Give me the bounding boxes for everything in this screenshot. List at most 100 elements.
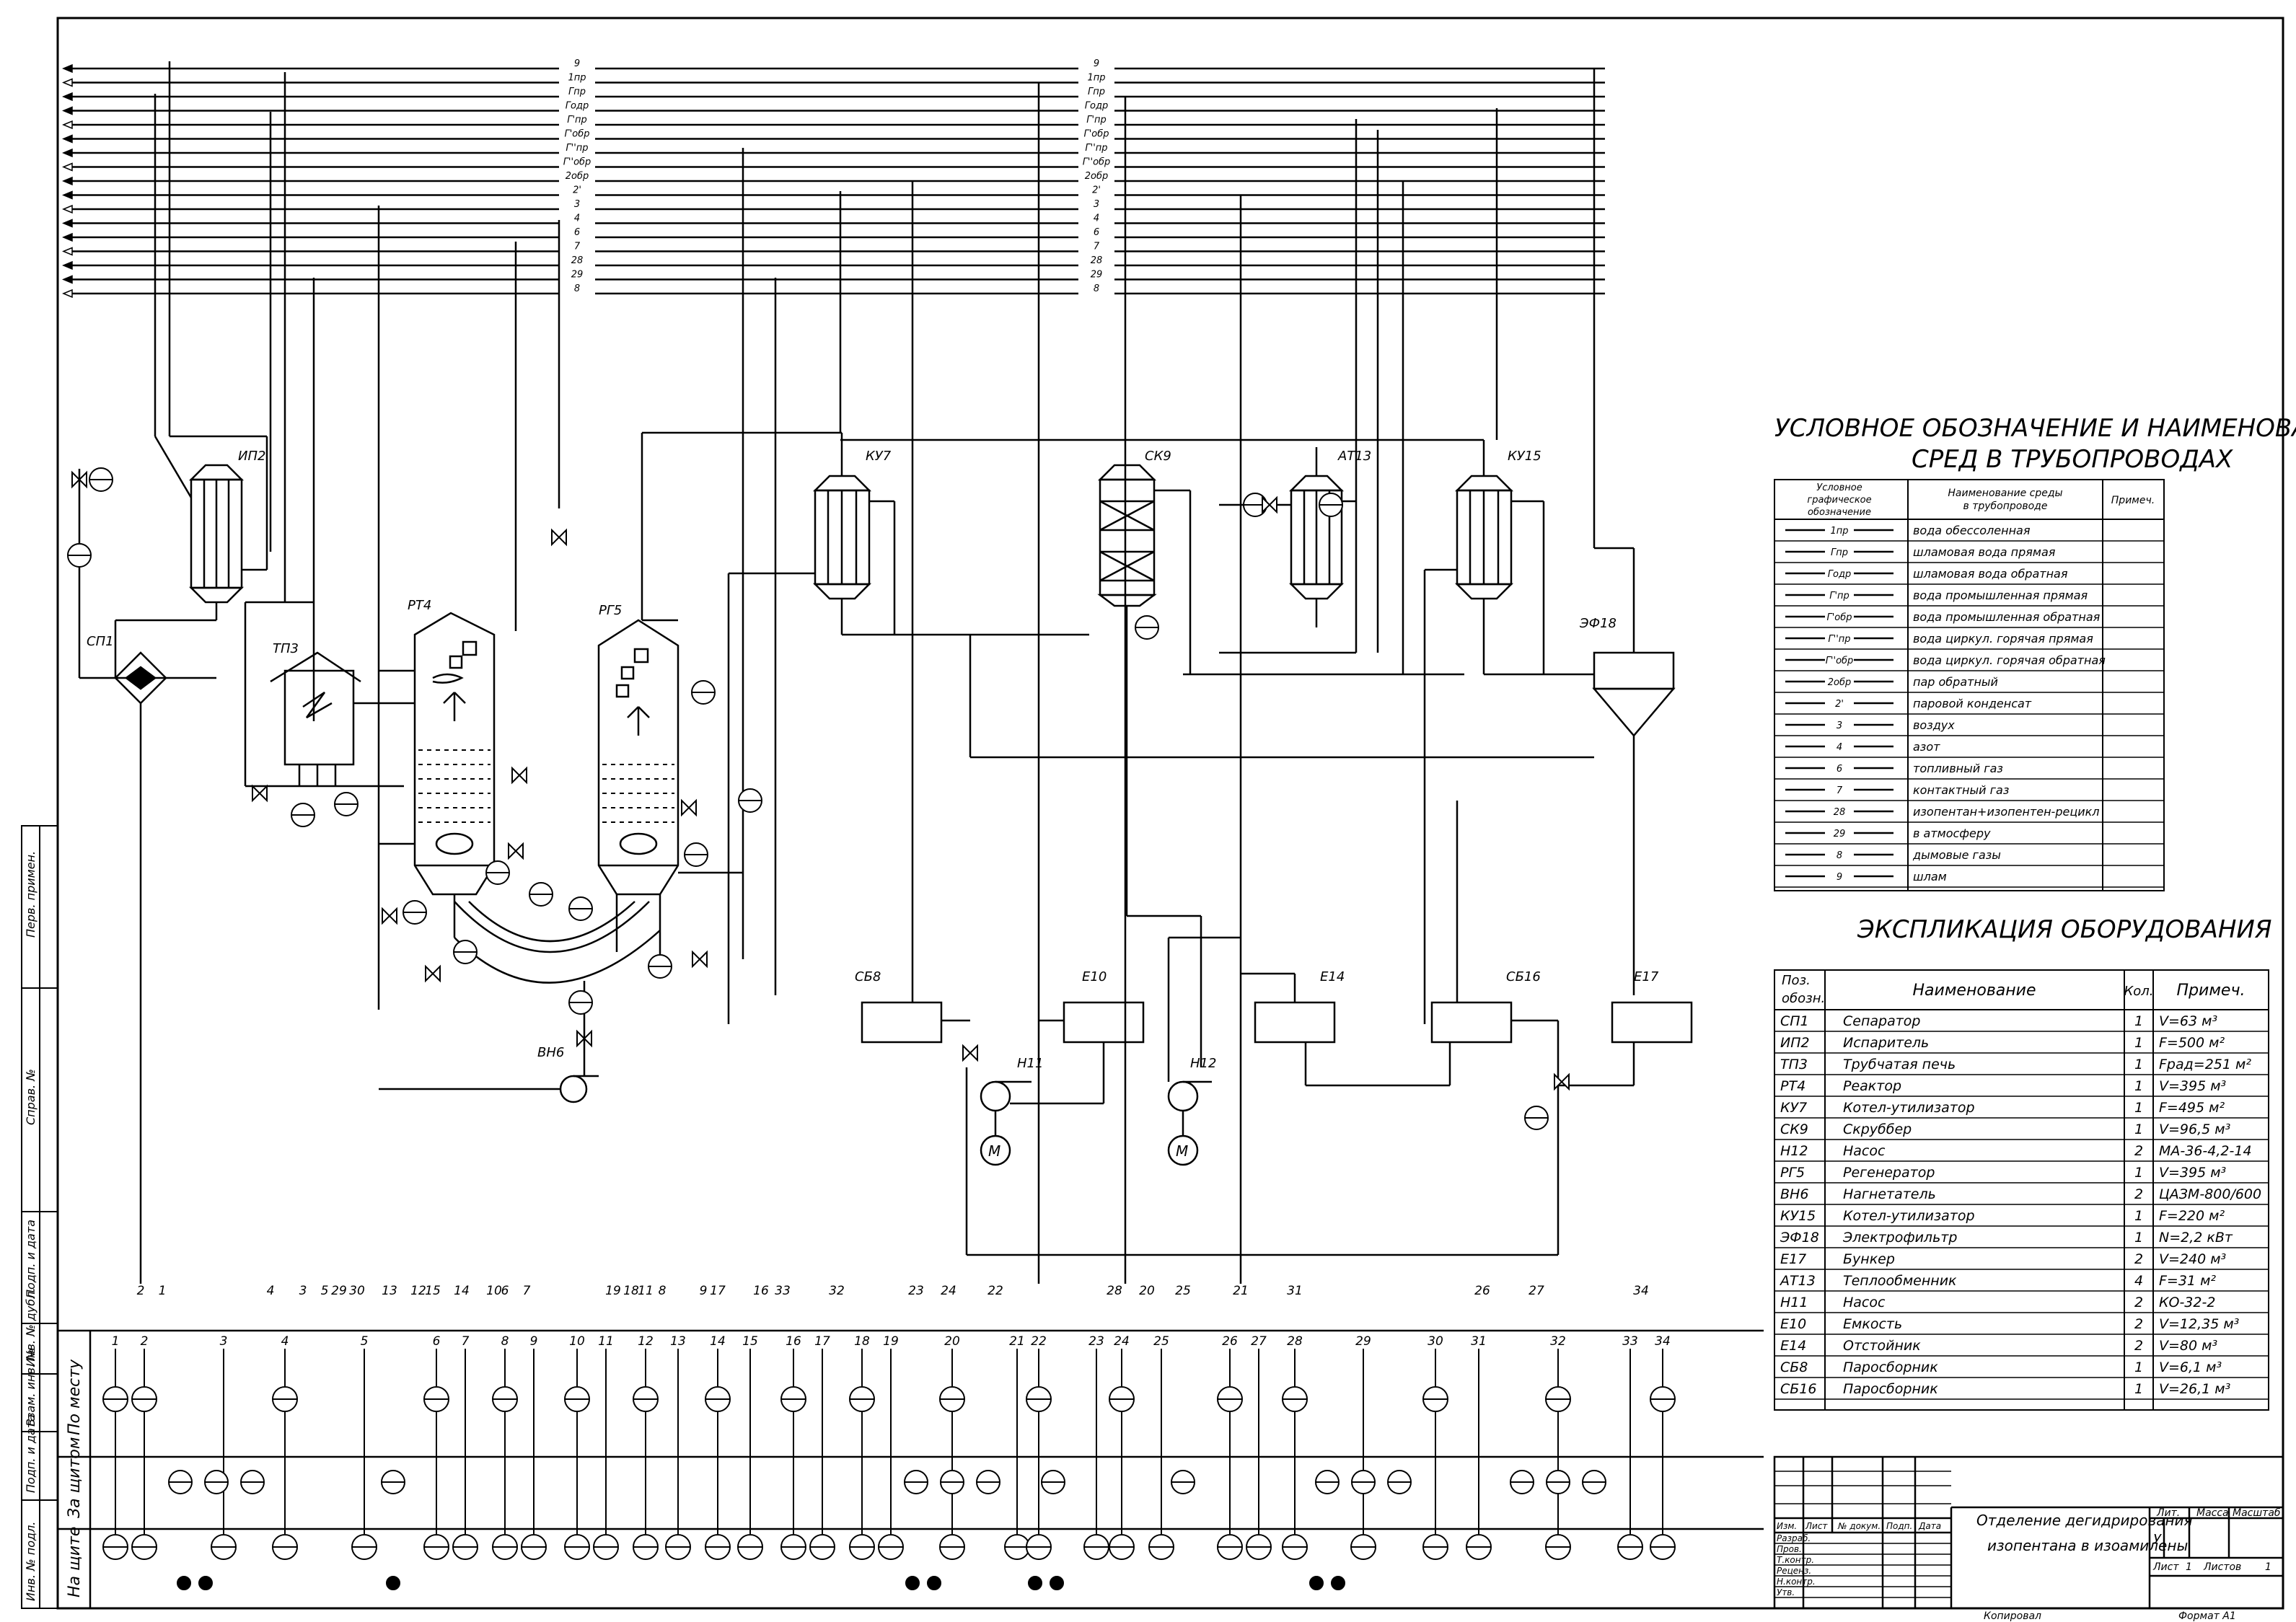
expl-col-name: Наименование	[1913, 982, 2036, 1000]
expl-pos: АТ13	[1779, 1273, 1816, 1289]
label-mask	[559, 143, 595, 154]
expl-qty: 2	[2134, 1186, 2143, 1202]
legend-title-1: УСЛОВНОЕ ОБОЗНАЧЕНИЕ И НАИМЕНОВАНИЕ	[1774, 414, 2296, 443]
legend-code-mask	[1825, 589, 1854, 600]
bunker-e17	[1558, 1001, 1693, 1087]
label-e17: Е17	[1634, 969, 1659, 984]
schedule-loop-number: 14	[710, 1334, 726, 1349]
reactor-rt4-liquid	[418, 749, 491, 823]
expl-note: N=2,2 кВт	[2159, 1230, 2233, 1246]
label-at13: АТ13	[1337, 449, 1371, 464]
expl-name: Регенератор	[1843, 1165, 1935, 1181]
expl-qty: 1	[2134, 1121, 2143, 1137]
tb-h-3: Подп.	[1886, 1521, 1912, 1531]
expl-note: V=96,5 м³	[2159, 1121, 2230, 1137]
lamp-indicator-icon	[1050, 1576, 1064, 1590]
schedule-loop-number: 30	[1428, 1334, 1443, 1349]
settler-e14	[1241, 972, 1451, 1087]
expl-note: ЦАЗМ-800/600	[2159, 1186, 2261, 1202]
separator-sp1	[78, 469, 216, 1284]
pipe-label-left: 9	[574, 58, 580, 69]
valve-icon	[71, 470, 87, 489]
schedule-loop-number: 33	[1622, 1334, 1638, 1349]
legend-name: в атмосферу	[1913, 827, 1991, 840]
flow-arrow-icon	[62, 275, 73, 284]
legend-code-mask	[1825, 653, 1854, 665]
flow-arrow-icon	[62, 260, 73, 270]
schedule-loop-number: 21	[1009, 1334, 1025, 1349]
pipe-label-left: 6	[574, 227, 580, 238]
legend-col-note: Примеч.	[2111, 495, 2155, 506]
legend-code-mask	[1825, 632, 1854, 643]
label-mask	[1078, 185, 1114, 197]
loop-number: 15	[425, 1284, 441, 1298]
expl-qty: 2	[2134, 1251, 2143, 1267]
legend-name: воздух	[1913, 718, 1955, 732]
schedule-loop-number: 5	[361, 1334, 369, 1349]
pipe-label-left: 3	[574, 199, 580, 210]
tb-sheets-value: 1	[2265, 1561, 2271, 1573]
schedule-row-labels: По месту За щитом На щите	[66, 1359, 84, 1597]
lamp-indicator-icon	[198, 1576, 213, 1590]
boiler-ku15	[840, 438, 1580, 1024]
label-mask	[559, 241, 595, 253]
legend-name: азот	[1913, 740, 1940, 754]
flow-arrow-icon	[62, 120, 73, 130]
schedule-loop-number: 2	[141, 1334, 149, 1349]
loop-number: 33	[775, 1284, 791, 1298]
tb-h-4: Дата	[1918, 1521, 1941, 1531]
valve-icon	[1554, 1072, 1570, 1091]
valve-icon	[962, 1044, 978, 1062]
expl-pos: Е10	[1780, 1316, 1806, 1332]
tb-role-3: Реценз.	[1777, 1566, 1811, 1576]
legend-code: 28	[1834, 807, 1846, 818]
schedule-loop-number: 28	[1287, 1334, 1303, 1349]
label-mask	[559, 199, 595, 211]
legend-code: 9	[1837, 872, 1842, 883]
legend-name: пар обратный	[1913, 675, 1998, 689]
valve-icon	[681, 798, 697, 817]
legend-code: Г'пр	[1829, 591, 1849, 601]
schedule-loop-number: 27	[1251, 1334, 1267, 1349]
expl-pos: Н11	[1780, 1295, 1808, 1310]
lamp-indicator-icon	[1028, 1576, 1042, 1590]
tb-copied: Копировал	[1984, 1610, 2041, 1622]
loop-number: 17	[710, 1284, 726, 1298]
vertical-drops	[154, 61, 1596, 1284]
loop-number: 29	[331, 1284, 347, 1298]
regenerator-rg5	[597, 619, 743, 959]
tb-role-2: Т.контр.	[1777, 1555, 1814, 1565]
expl-note: F=500 м²	[2159, 1035, 2225, 1051]
legend-name: паровой конденсат	[1913, 697, 2032, 710]
flow-arrow-icon	[62, 134, 73, 144]
schedule-loop-number: 20	[944, 1334, 960, 1349]
tb-sheets-label: Листов	[2203, 1561, 2241, 1573]
label-n12: Н12	[1190, 1056, 1216, 1071]
legend-code: 1пр	[1830, 526, 1848, 537]
valve-icon	[511, 766, 527, 785]
loop-number: 2	[137, 1284, 145, 1298]
pipe-labels-left: 91прГпрГодрГ'прГ'обрГ''прГ''обр2обр2'346…	[559, 58, 595, 295]
flow-arrow-icon	[62, 247, 73, 256]
label-ef18: ЭФ18	[1579, 616, 1617, 631]
valve-icon	[692, 950, 708, 969]
schedule-loop-number: 11	[598, 1334, 614, 1349]
lamp-indicator-icon	[905, 1576, 920, 1590]
pipe-label-mid: Г''пр	[1085, 143, 1107, 154]
expl-name: Паросборник	[1843, 1381, 1938, 1397]
legend-name: контактный газ	[1913, 783, 2009, 797]
expl-pos: ТП3	[1780, 1057, 1808, 1072]
label-mask	[559, 227, 595, 239]
schedule-loop-number: 29	[1355, 1334, 1371, 1349]
reactor-rt4	[379, 612, 496, 938]
loop-number: 5	[321, 1284, 329, 1298]
tb-role-4: Н.контр.	[1777, 1577, 1816, 1587]
row-label-1: За щитом	[66, 1437, 84, 1518]
loop-number: 12	[410, 1284, 426, 1298]
label-rt4: РТ4	[408, 598, 431, 613]
pipe-label-left: 2обр	[566, 171, 589, 182]
label-mask	[1078, 87, 1114, 98]
label-mask	[559, 72, 595, 84]
label-mask	[1078, 157, 1114, 169]
